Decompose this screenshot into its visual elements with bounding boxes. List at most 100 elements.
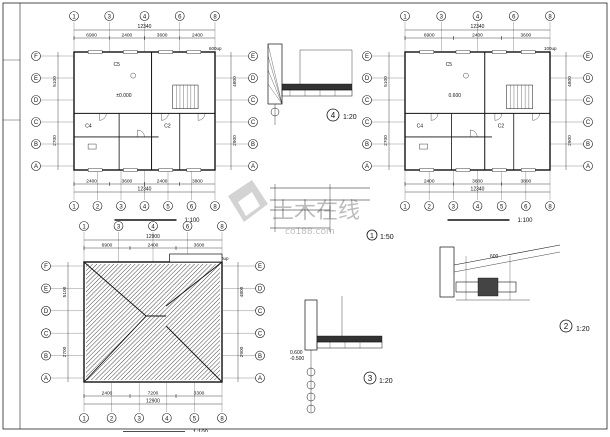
watermark-logo: 土木在线 co188.com [228, 180, 360, 237]
axis-bubble [521, 201, 531, 211]
elevation-note: 600up [209, 46, 222, 51]
detail-3-number: 3 [368, 374, 373, 383]
axis-label-right: E [251, 54, 255, 60]
axis-bubble [545, 11, 555, 21]
axis-label-bottom: 6 [524, 205, 528, 211]
axis-bubble [139, 11, 150, 21]
axis-label-right: B [258, 354, 262, 360]
window [521, 168, 536, 172]
axis-bubble [186, 201, 197, 211]
detail-3-level: 0.600 [290, 350, 303, 356]
axis-label-top: 3 [117, 225, 121, 231]
axis-label-left: F [44, 264, 48, 270]
detail-3-level-2: -0.500 [290, 356, 304, 362]
axis-bubble [31, 51, 41, 61]
axis-bubble [163, 201, 173, 211]
axis-bubble [255, 373, 265, 383]
room-label: 0.600 [449, 93, 462, 99]
axis-label-top: 4 [143, 15, 147, 21]
axis-bubble [362, 51, 372, 61]
room-label: C4 [85, 124, 92, 130]
room-label: C5 [446, 62, 453, 68]
door-swing [99, 113, 107, 121]
axis-label-right: A [586, 164, 590, 170]
axis-bubble [472, 11, 483, 21]
dim-right: 4800 [239, 286, 245, 297]
axis-bubble [148, 221, 158, 231]
hip-line [165, 325, 223, 383]
axis-bubble [508, 11, 519, 21]
dim-right: 2900 [232, 135, 238, 146]
dim-bottom: 7200 [148, 391, 159, 397]
axis-label-bottom: 2 [96, 205, 100, 211]
axis-bubble [189, 413, 200, 423]
dim-bottom: 3800 [192, 179, 203, 185]
dim-bottom: 3800 [520, 179, 531, 185]
axis-label-top: 3 [440, 15, 444, 21]
axis-label-bottom: 1 [82, 417, 86, 423]
axis-label-top: 8 [548, 15, 552, 21]
dim-overall-bottom: 12340 [138, 187, 152, 193]
window [455, 50, 471, 54]
axis-bubble [41, 261, 51, 271]
room-label: C2 [164, 124, 171, 130]
axis-bubble [79, 221, 89, 231]
door-swing [161, 113, 169, 121]
axis-label-left: B [34, 142, 38, 148]
dim-overall-bottom: 12340 [471, 187, 485, 193]
axis-bubble [106, 413, 117, 423]
window [186, 50, 202, 54]
fixture [419, 143, 428, 150]
detail-4-scale: 1:20 [343, 114, 357, 121]
fixture [87, 143, 97, 150]
door-swing [494, 113, 503, 121]
hip-line [83, 261, 147, 317]
axis-label-left: D [365, 76, 370, 82]
axis-label-left: C [365, 98, 370, 104]
axis-label-top: 1 [72, 15, 76, 21]
window [87, 168, 103, 172]
axis-bubble [448, 201, 459, 211]
dim-bottom: 3600 [122, 179, 133, 185]
section-detail-3: 0.600 -0.500 3 1:20 [290, 296, 393, 414]
hip-line [165, 261, 223, 307]
axis-bubble [255, 328, 265, 339]
axis-label-bottom: 3 [452, 205, 456, 211]
window [492, 168, 507, 172]
dim-top: 2400 [148, 243, 159, 249]
axis-label-left: A [365, 164, 369, 170]
axis-label-left: C [365, 120, 370, 126]
axis-bubble [362, 161, 372, 171]
axis-bubble [79, 413, 89, 423]
axis-label-right: D [586, 76, 591, 82]
axis-bubble [41, 350, 51, 361]
axis-label-bottom: 4 [476, 205, 480, 211]
dim-top: 3600 [157, 33, 168, 39]
axis-label-right: E [586, 54, 590, 60]
dim-left: 2700 [383, 135, 389, 146]
axis-bubble [362, 139, 372, 149]
door-swing [137, 129, 145, 137]
window [455, 168, 471, 172]
door-swing [470, 129, 478, 137]
axis-bubble [255, 261, 265, 271]
axis-label-top: 6 [512, 15, 516, 21]
dim-overall-bottom: 12900 [146, 399, 160, 405]
axis-bubble [436, 11, 447, 21]
axis-bubble [41, 305, 51, 316]
axis-label-left: C [44, 331, 49, 337]
axis-bubble [583, 73, 593, 83]
axis-label-bottom: 8 [213, 205, 217, 211]
axis-label-left: B [365, 142, 369, 148]
dim-left: 2700 [62, 346, 68, 357]
axis-label-right: D [258, 287, 263, 293]
axis-label-bottom: 5 [500, 205, 504, 211]
axis-label-right: E [258, 264, 262, 270]
axis-label-left: F [34, 54, 38, 60]
axis-bubble [248, 139, 258, 149]
axis-label-bottom: 8 [220, 417, 224, 423]
axis-label-bottom: 1 [403, 205, 407, 211]
plan-scale: 1:100 [185, 218, 201, 224]
dim-bottom: 3300 [194, 391, 205, 397]
